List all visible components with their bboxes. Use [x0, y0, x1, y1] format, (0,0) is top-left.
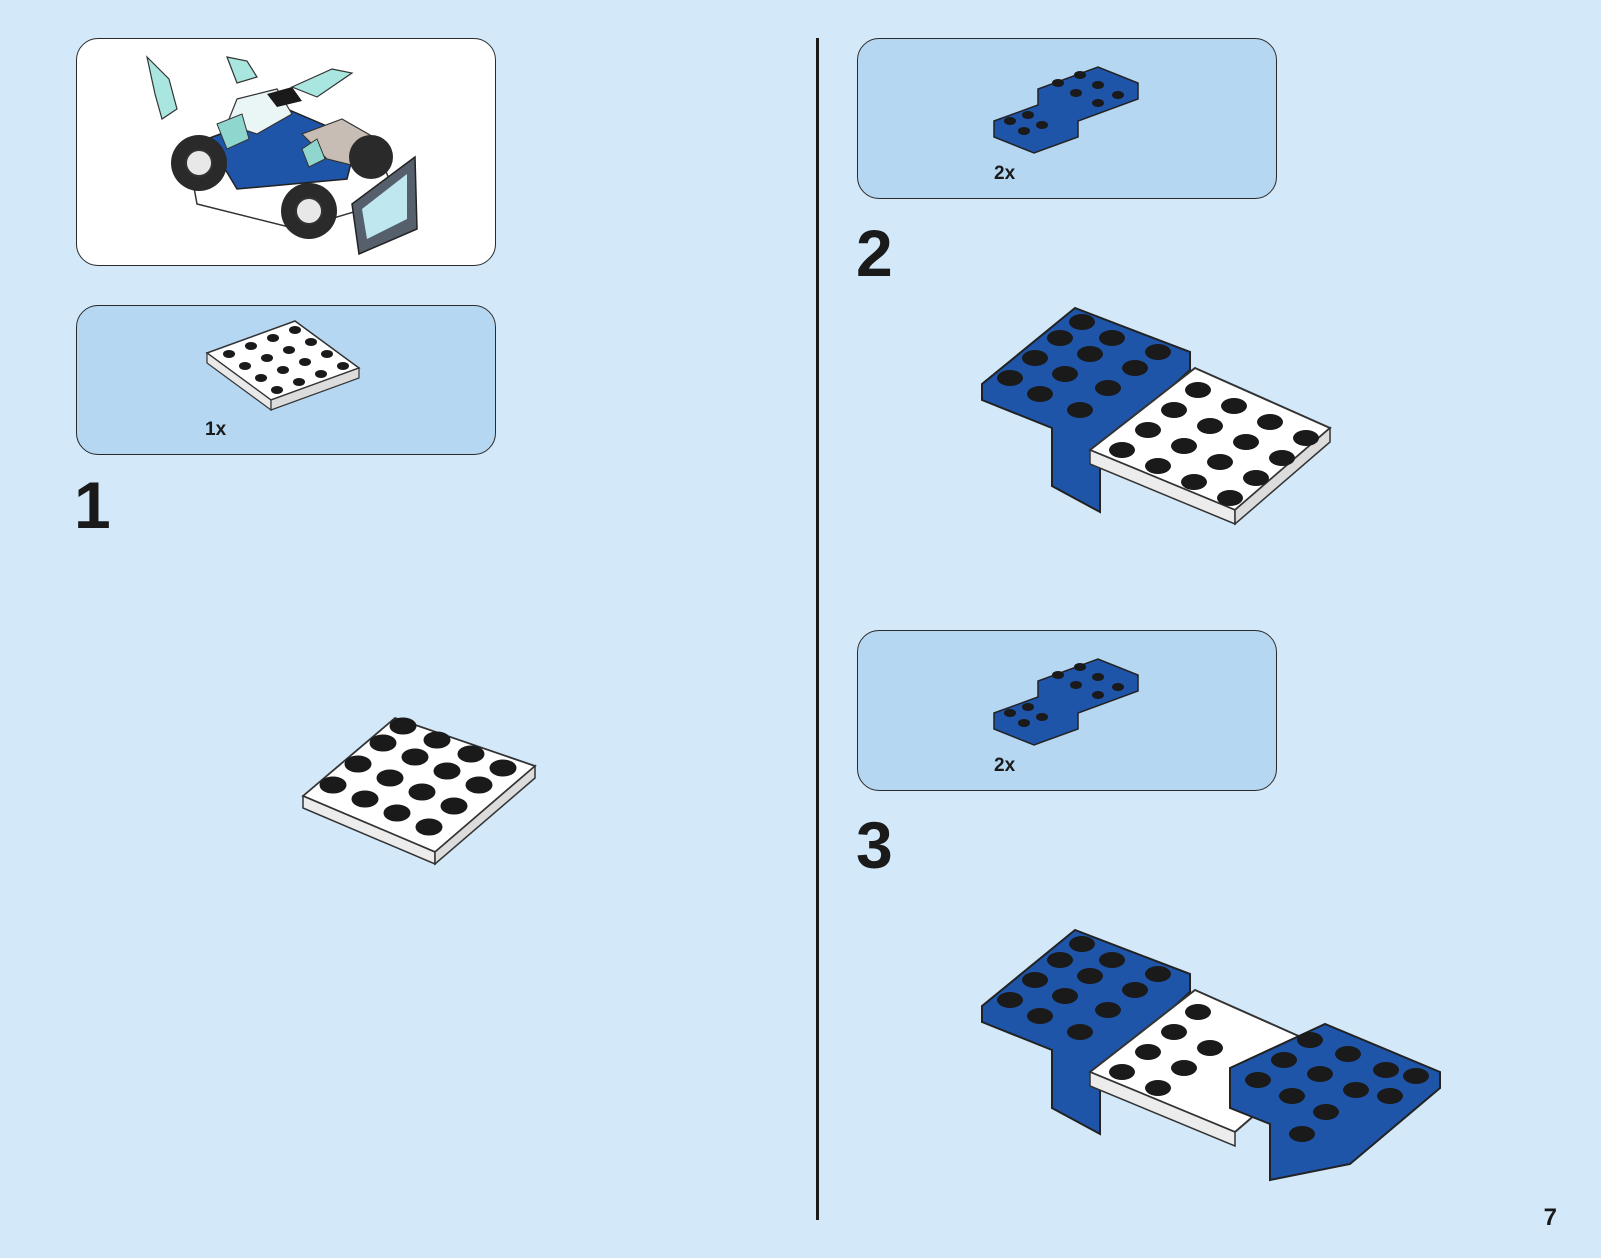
step-1-build-illustration: [295, 712, 555, 882]
step-1-parts-panel: 1x: [76, 305, 496, 455]
page-divider: [816, 38, 819, 1220]
vehicle-model-illustration: [77, 39, 497, 267]
step-2-parts-panel: 2x: [857, 38, 1277, 199]
part-quantity: 1x: [205, 419, 226, 441]
step-number-1: 1: [74, 472, 111, 538]
page-number: 7: [1544, 1204, 1557, 1232]
model-preview-panel: [76, 38, 496, 266]
part-quantity: 2x: [994, 755, 1015, 777]
part-quantity: 2x: [994, 163, 1015, 185]
part-bracket-blue: [858, 39, 1278, 200]
step-2-build-illustration: [980, 302, 1340, 542]
part-bracket-blue: [858, 631, 1278, 792]
step-number-2: 2: [856, 220, 893, 286]
step-3-build-illustration: [980, 924, 1450, 1194]
step-3-parts-panel: 2x: [857, 630, 1277, 791]
part-plate-4x4-white: [77, 306, 497, 456]
step-number-3: 3: [856, 812, 893, 878]
